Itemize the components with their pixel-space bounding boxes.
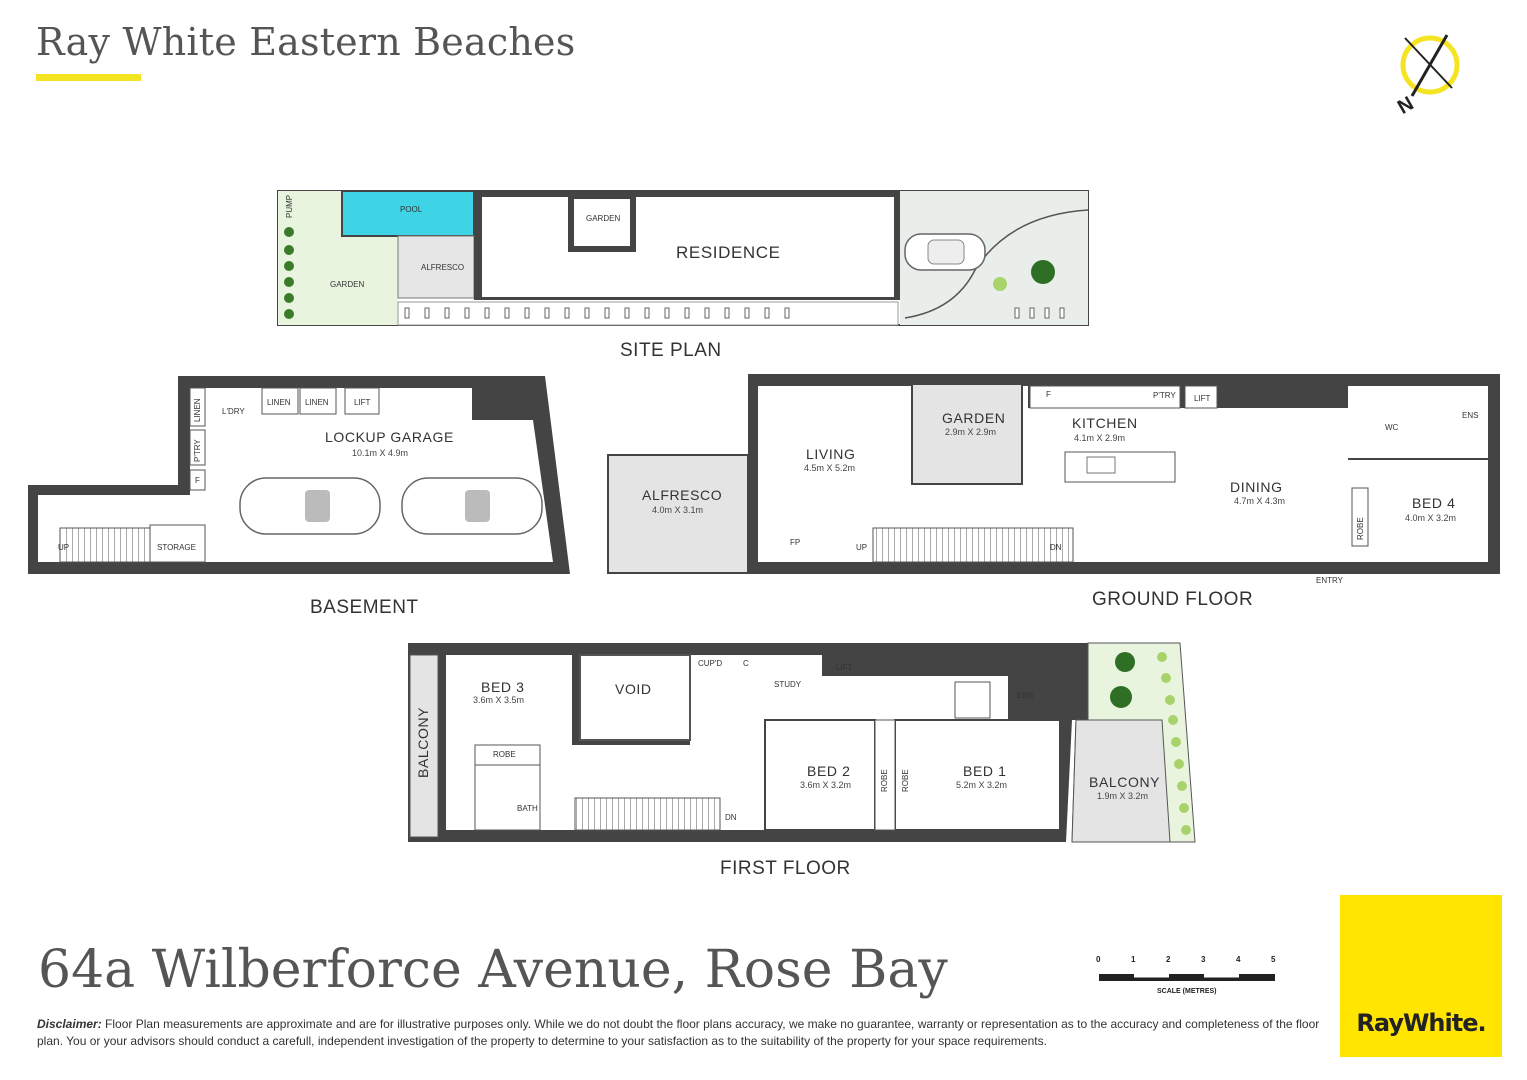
gf-entry-label: ENTRY [1316,576,1344,585]
basement-storage-label: STORAGE [157,543,196,552]
gf-kitchen-dim: 4.1m X 2.9m [1074,433,1125,443]
scale-tick-4: 4 [1236,955,1241,964]
gf-ens-label: ENS [1462,411,1478,420]
disclaimer-label: Disclaimer: [37,1017,102,1031]
gf-dining-label: DINING [1230,479,1283,495]
ff-robe2-label: ROBE [880,769,889,792]
site-alfresco-label: ALFRESCO [421,263,464,272]
site-plan-title: SITE PLAN [620,340,722,361]
gf-garden-dim: 2.9m X 2.9m [945,427,996,437]
property-address: 64a Wilberforce Avenue, Rose Bay [38,940,948,1000]
ff-robe1-label: ROBE [901,769,910,792]
gf-kitchen-label: KITCHEN [1072,415,1138,431]
gf-alfresco-dim: 4.0m X 3.1m [652,505,703,515]
scale-tick-3: 3 [1201,955,1206,964]
compass-icon: N [1394,34,1460,119]
gf-dn-label: DN [1050,543,1062,552]
gf-alfresco-label: ALFRESCO [642,487,722,503]
ff-bed3-dim: 3.6m X 3.5m [473,695,524,705]
basement-linen1-label: LINEN [193,398,202,422]
gf-fp-label: FP [790,538,800,547]
ff-cupd-label: CUP'D [698,659,722,668]
basement-linen2-label: LINEN [267,398,291,407]
ff-bath-label: BATH [517,804,538,813]
disclaimer-text: Floor Plan measurements are approximate … [37,1017,1320,1048]
basement-title: BASEMENT [310,597,419,618]
site-residence-label: RESIDENCE [676,243,781,262]
first-floor-plan: BALCONY BED 3 3.6m X 3.5m ROBE VOID CUP'… [408,642,1196,879]
site-pool-label: POOL [400,205,423,214]
ff-bed1-dim: 5.2m X 3.2m [956,780,1007,790]
scale-tick-5: 5 [1271,955,1276,964]
ff-title: FIRST FLOOR [720,858,851,879]
ff-balcony-left-label: BALCONY [415,707,431,778]
scale-tick-1: 1 [1131,955,1136,964]
scale-tick-2: 2 [1166,955,1171,964]
basement-ldry-label: L'DRY [222,407,245,416]
gf-living-dim: 4.5m X 5.2m [804,463,855,473]
raywhite-logo-text: RayWhite. [1356,1009,1486,1037]
disclaimer: Disclaimer: Floor Plan measurements are … [37,1016,1327,1050]
ff-ens-label: ENS [1017,691,1033,700]
ff-study-label: STUDY [774,680,802,689]
raywhite-logo: RayWhite. [1340,895,1502,1057]
ground-floor-plan: ALFRESCO 4.0m X 3.1m LIVING 4.5m X 5.2m … [607,374,1500,610]
basement-garage-label: LOCKUP GARAGE [325,429,454,445]
gf-bed4-dim: 4.0m X 3.2m [1405,513,1456,523]
gf-lift-label: LIFT [1194,394,1211,403]
gf-garden-label: GARDEN [942,410,1006,426]
brand-title: Ray White Eastern Beaches [36,20,576,64]
basement-linen3-label: LINEN [305,398,329,407]
ff-robe3-label: ROBE [493,750,516,759]
site-plan: POOL PUMP GARDEN ALFRESCO GARDEN RESIDEN… [277,190,1089,361]
scale-bar: 0 1 2 3 4 5 SCALE (METRES) [1096,955,1276,995]
ff-bed3-label: BED 3 [481,679,524,695]
gf-bed4-label: BED 4 [1412,495,1455,511]
compass-north-label: N [1394,93,1418,119]
ff-c-label: C [743,659,749,668]
car-icon [904,233,986,271]
ff-balcony-label: BALCONY [1089,774,1160,790]
ff-lift-label: LIFT [836,663,853,672]
gf-up-label: UP [856,543,867,552]
basement-ptry-label: P'TRY [193,439,202,462]
gf-wc-label: WC [1385,423,1399,432]
ff-bed1-label: BED 1 [963,763,1006,779]
ff-void-label: VOID [615,681,652,697]
ff-bed2-dim: 3.6m X 3.2m [800,780,851,790]
ff-dn-label: DN [725,813,737,822]
site-pump-label: PUMP [285,195,294,218]
basement-up-label: UP [58,543,69,552]
site-garden-inner-label: GARDEN [586,214,620,223]
car-icon [401,477,543,535]
gf-f-label: F [1046,390,1051,399]
gf-ptry-label: P'TRY [1153,391,1176,400]
basement-plan: LINEN P'TRY F L'DRY LINEN LINEN LIFT LOC… [28,376,570,618]
basement-f-label: F [195,476,200,485]
gf-living-label: LIVING [806,446,856,462]
scale-tick-0: 0 [1096,955,1101,964]
basement-lift-label: LIFT [354,398,371,407]
ff-balcony-dim: 1.9m X 3.2m [1097,791,1148,801]
car-icon [239,477,381,535]
gf-robe-label: ROBE [1356,517,1365,540]
gf-dining-dim: 4.7m X 4.3m [1234,496,1285,506]
basement-garage-dim: 10.1m X 4.9m [352,448,408,458]
gf-title: GROUND FLOOR [1092,589,1253,610]
brand-underline [36,74,141,81]
ff-bed2-label: BED 2 [807,763,850,779]
scale-label: SCALE (METRES) [1157,988,1217,995]
site-garden-label: GARDEN [330,280,364,289]
